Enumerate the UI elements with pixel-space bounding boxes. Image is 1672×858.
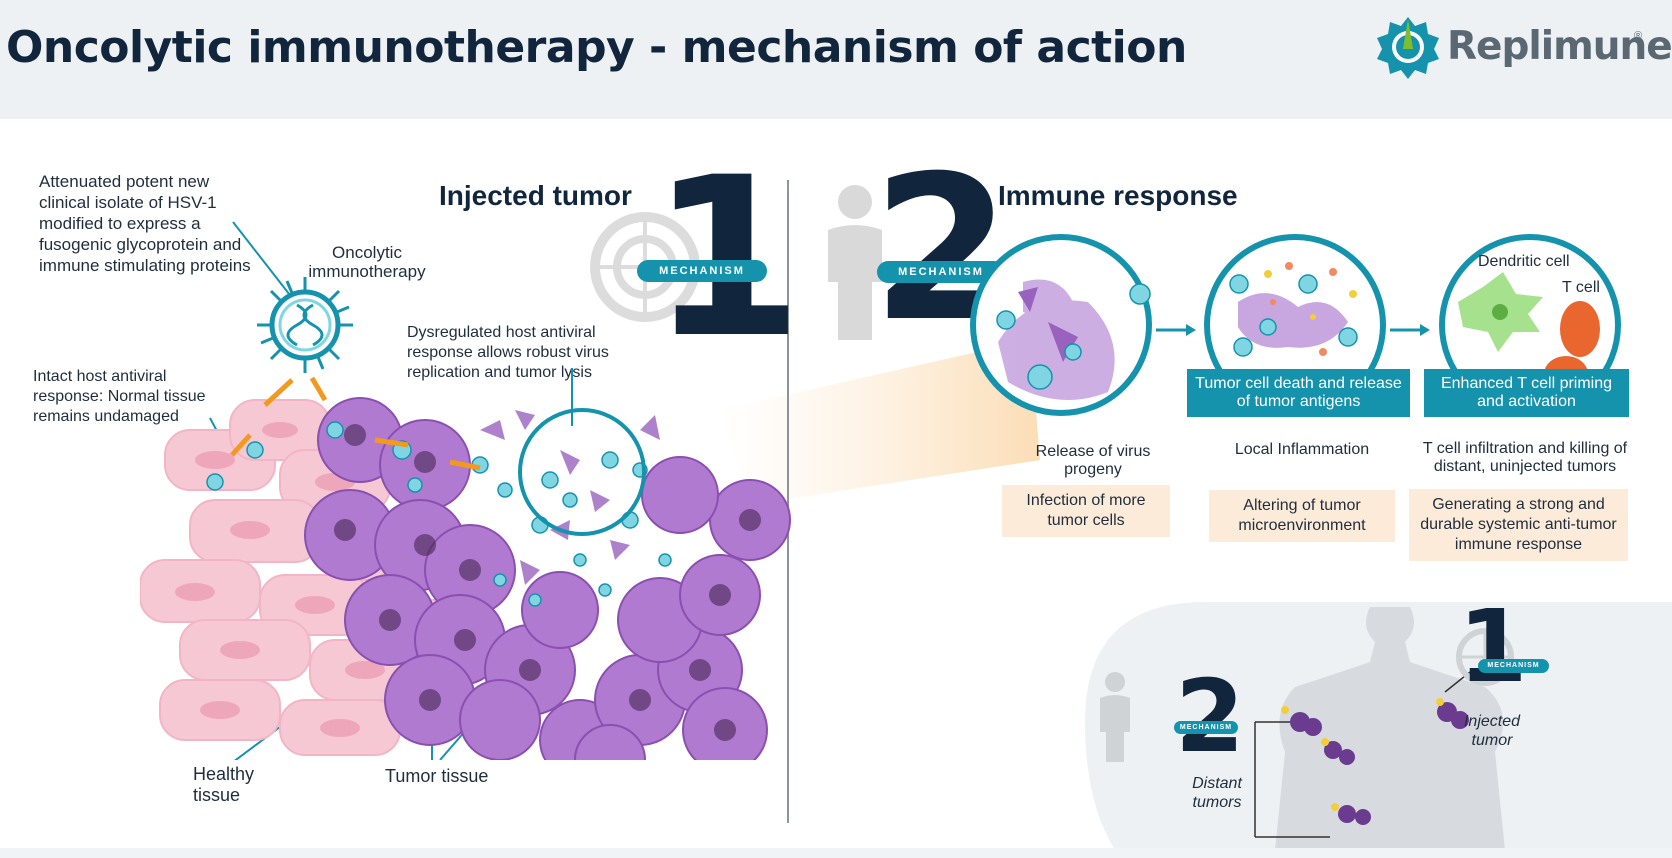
intact-host-label: Intact host antiviral response: Normal t… (33, 368, 206, 425)
microenvironment-box: Altering of tumor microenvironment (1209, 490, 1395, 542)
mechanism-number-1: 1 (650, 130, 804, 386)
dendritic-cell-label: Dendritic cell (1478, 253, 1570, 270)
body-pill-2: MECHANISM (1174, 721, 1238, 734)
systemic-response-box: Generating a strong and durable systemic… (1409, 489, 1628, 561)
highlight-beam (720, 340, 1040, 505)
section-divider (787, 180, 789, 823)
body-pill-1: MECHANISM (1478, 659, 1549, 673)
footer-strip (0, 848, 1672, 858)
mechanism-pill-2: MECHANISM (877, 261, 1005, 283)
person-icon (828, 185, 882, 340)
healthy-tissue-label: Healthy tissue (193, 764, 255, 805)
body-number-2: 2 (1175, 658, 1245, 775)
logo-wordmark: Replimune (1447, 24, 1672, 69)
attenuated-virus-label: Attenuated potent new clinical isolate o… (39, 172, 251, 275)
release-virus-caption: Release of virus progeny (1035, 443, 1151, 478)
infection-box: Infection of more tumor cells (1002, 485, 1170, 537)
logo-registered-mark: ® (1634, 30, 1643, 42)
page-title: Oncolytic immunotherapy - mechanism of a… (6, 22, 1187, 73)
local-inflammation-caption: Local Inflammation (1234, 441, 1370, 458)
body-number-1: 1 (1458, 588, 1528, 705)
tissue-illustration (140, 221, 791, 760)
replimune-logo-icon (1377, 17, 1439, 79)
injected-tumor-heading: Injected tumor (439, 180, 632, 211)
mechanism-pill-1: MECHANISM (637, 260, 767, 282)
injected-tumor-body-label: Injected tumor (1463, 713, 1521, 749)
t-cell-label: T cell (1562, 279, 1600, 296)
t-cell-infiltration-caption: T cell infiltration and killing of dista… (1422, 440, 1628, 475)
tumor-tissue-label: Tumor tissue (385, 766, 489, 786)
oncolytic-immunotherapy-label: Oncolytic immunotherapy (308, 243, 426, 281)
distant-tumors-label: Distant tumors (1192, 775, 1242, 811)
tumor-cell-death-box: Tumor cell death and release of tumor an… (1187, 369, 1410, 417)
dysregulated-host-label: Dysregulated host antiviral response all… (407, 324, 609, 381)
t-cell-priming-box: Enhanced T cell priming and activation (1424, 369, 1629, 417)
immune-response-heading: Immune response (998, 180, 1238, 211)
